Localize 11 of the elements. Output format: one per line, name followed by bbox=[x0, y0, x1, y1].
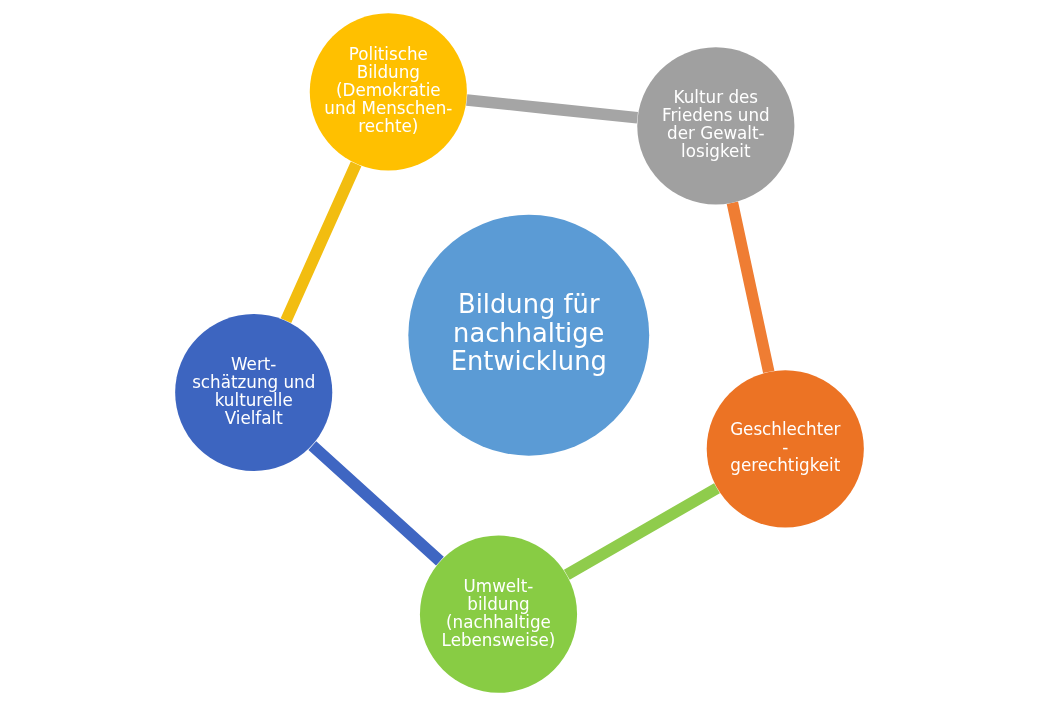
connector bbox=[466, 94, 638, 124]
connector bbox=[726, 201, 775, 374]
node-circle: Bildung für nachhaltige Entwicklung bbox=[408, 214, 650, 456]
connector bbox=[563, 483, 720, 580]
connector bbox=[280, 161, 362, 323]
connector bbox=[308, 441, 444, 566]
node-circle: Wert- schätzung und kulturelle Vielfalt bbox=[175, 313, 333, 472]
node-circle: Geschlechter - gerechtigkeit bbox=[706, 370, 864, 528]
node-circle: Umwelt- bildung (nachhaltige Lebensweise) bbox=[419, 535, 578, 693]
node-circle: Kultur des Friedens und der Gewalt- losigkeit bbox=[637, 47, 795, 205]
node-circle: Politische Bildung (Demokratie und Menschen- rechte) bbox=[309, 13, 467, 171]
